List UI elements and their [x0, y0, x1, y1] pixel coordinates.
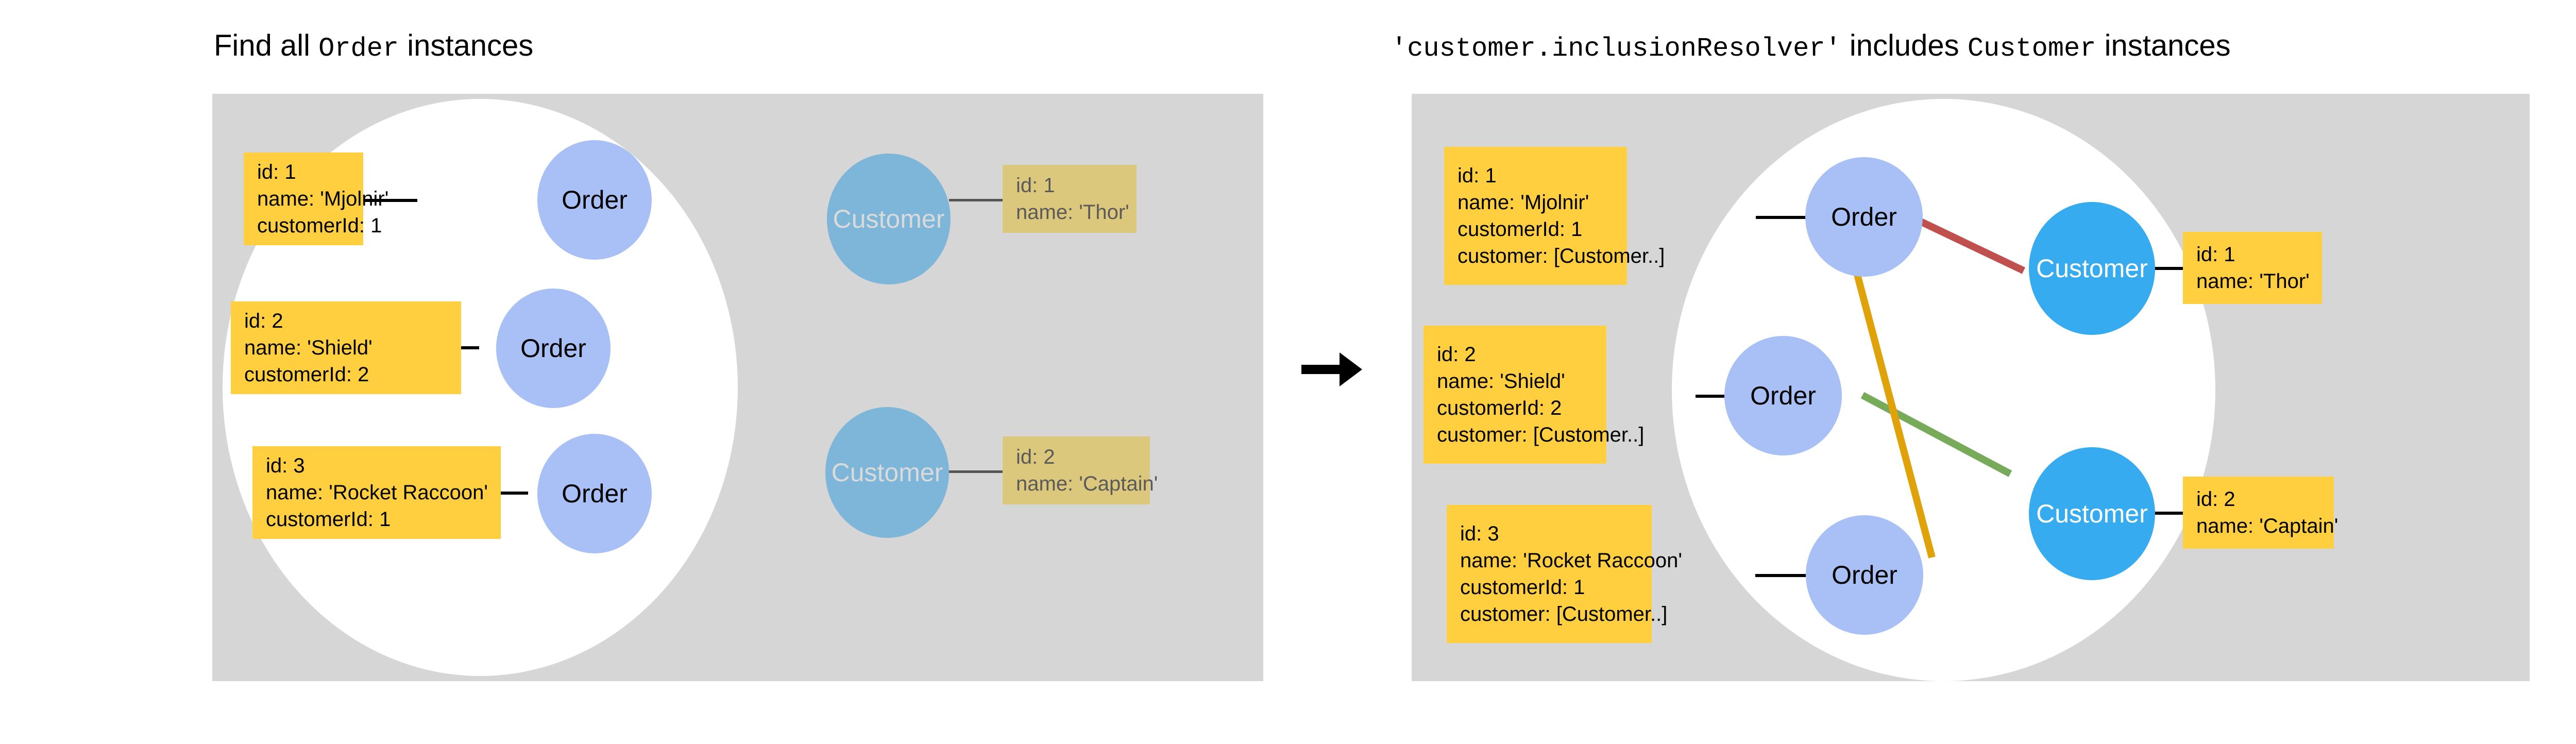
left-customer-card-1-id: id: 1: [1016, 174, 1055, 197]
left-order-card-1-name: name: 'Mjolnir': [257, 188, 389, 210]
right-order-card-1-id: id: 1: [1458, 164, 1497, 187]
right-order-node-1-label: Order: [1831, 202, 1897, 231]
right-order-node-1[interactable]: Order: [1805, 157, 1923, 277]
right-customer-card-1[interactable]: id: 1 name: 'Thor': [2183, 232, 2322, 304]
right-order-node-2-label: Order: [1750, 381, 1816, 410]
left-connector-order-3: [501, 492, 528, 495]
right-customer-card-1-id: id: 1: [2196, 243, 2235, 266]
left-title-post: instances: [407, 29, 534, 62]
right-customer-node-1-label: Customer: [2036, 254, 2148, 283]
right-customer-node-2-label: Customer: [2036, 499, 2148, 528]
left-order-card-1-id: id: 1: [257, 161, 296, 183]
right-connector-customer-2: [2129, 512, 2183, 515]
left-order-card-2-name: name: 'Shield': [244, 336, 372, 359]
left-order-card-2-customerid: customerId: 2: [244, 363, 369, 386]
right-order-node-2[interactable]: Order: [1724, 336, 1842, 455]
left-order-node-3-label: Order: [562, 479, 628, 508]
right-connector-order-2: [1696, 395, 1724, 398]
right-order-card-2[interactable]: id: 2 name: 'Shield' customerId: 2 custo…: [1423, 326, 1645, 464]
right-order-card-2-customerid: customerId: 2: [1437, 397, 1562, 419]
left-order-card-1[interactable]: id: 1 name: 'Mjolnir' customerId: 1: [244, 153, 389, 245]
right-order-node-3[interactable]: Order: [1806, 515, 1923, 635]
left-title-pre: Find all: [214, 29, 310, 62]
right-arrow-icon: [1298, 346, 1365, 393]
left-panel-title: Find all Order instances: [214, 31, 533, 62]
right-connector-order-1: [1756, 216, 1805, 219]
left-customer-node-2[interactable]: Customer: [825, 407, 949, 538]
left-connector-order-2: [461, 346, 479, 349]
right-order-card-1-customer: customer: [Customer..]: [1458, 245, 1665, 267]
left-order-card-3-name: name: 'Rocket Raccoon': [266, 481, 488, 504]
right-order-card-3-customerid: customerId: 1: [1460, 576, 1585, 599]
right-title-code-1: 'customer.inclusionResolver': [1391, 33, 1841, 64]
left-customer-node-1[interactable]: Customer: [827, 154, 951, 284]
left-customer-node-1-label: Customer: [833, 205, 945, 233]
left-order-node-2[interactable]: Order: [496, 289, 611, 408]
right-customer-node-2[interactable]: Customer: [2029, 447, 2155, 580]
right-order-card-2-customer: customer: [Customer..]: [1437, 424, 1645, 446]
left-title-code: Order: [318, 33, 399, 64]
left-connector-customer-1: [949, 199, 1003, 201]
right-connector-customer-1: [2129, 267, 2183, 270]
right-order-card-2-id: id: 2: [1437, 343, 1476, 366]
left-customer-card-1[interactable]: id: 1 name: 'Thor': [1003, 165, 1137, 233]
left-customer-card-2-name: name: 'Captain': [1016, 472, 1158, 495]
left-customer-node-2-label: Customer: [831, 458, 943, 487]
right-customer-card-2-name: name: 'Captain': [2196, 515, 2338, 537]
left-order-card-1-customerid: customerId: 1: [257, 214, 382, 237]
right-connector-order-3: [1755, 574, 1806, 577]
right-order-card-2-name: name: 'Shield': [1437, 370, 1565, 393]
right-order-card-1-customerid: customerId: 1: [1458, 218, 1583, 241]
right-customer-card-1-name: name: 'Thor': [2196, 270, 2310, 293]
right-order-card-3-id: id: 3: [1460, 522, 1499, 545]
right-title-code-2: Customer: [1967, 33, 2096, 64]
left-order-card-3-id: id: 3: [266, 454, 305, 477]
right-title-mid: includes: [1849, 29, 1959, 62]
right-customer-card-2[interactable]: id: 2 name: 'Captain': [2183, 477, 2338, 549]
right-customer-node-1[interactable]: Customer: [2029, 202, 2155, 335]
left-customer-card-1-name: name: 'Thor': [1016, 201, 1129, 224]
left-connector-customer-2: [948, 470, 1003, 473]
right-title-post: instances: [2104, 29, 2231, 62]
left-order-card-3[interactable]: id: 3 name: 'Rocket Raccoon' customerId:…: [252, 446, 501, 539]
right-order-node-3-label: Order: [1832, 561, 1897, 589]
right-customer-card-2-id: id: 2: [2196, 488, 2235, 511]
right-order-card-3[interactable]: id: 3 name: 'Rocket Raccoon' customerId:…: [1447, 505, 1683, 643]
right-order-card-1[interactable]: id: 1 name: 'Mjolnir' customerId: 1 cust…: [1444, 147, 1665, 285]
left-order-node-1[interactable]: Order: [537, 140, 652, 260]
left-customer-card-2-id: id: 2: [1016, 446, 1055, 468]
left-customer-card-2[interactable]: id: 2 name: 'Captain': [1003, 436, 1158, 504]
left-order-node-2-label: Order: [520, 334, 586, 363]
left-order-node-1-label: Order: [562, 185, 628, 214]
left-order-card-2[interactable]: id: 2 name: 'Shield' customerId: 2: [231, 301, 461, 394]
right-order-card-1-name: name: 'Mjolnir': [1458, 191, 1589, 214]
left-connector-order-1: [363, 199, 417, 202]
right-order-card-3-name: name: 'Rocket Raccoon': [1460, 549, 1683, 572]
left-order-node-3[interactable]: Order: [537, 434, 652, 553]
left-order-card-3-customerid: customerId: 1: [266, 508, 391, 531]
left-order-card-2-id: id: 2: [244, 310, 283, 332]
right-panel-title: 'customer.inclusionResolver' includes Cu…: [1391, 31, 2231, 62]
right-order-card-3-customer: customer: [Customer..]: [1460, 603, 1668, 625]
